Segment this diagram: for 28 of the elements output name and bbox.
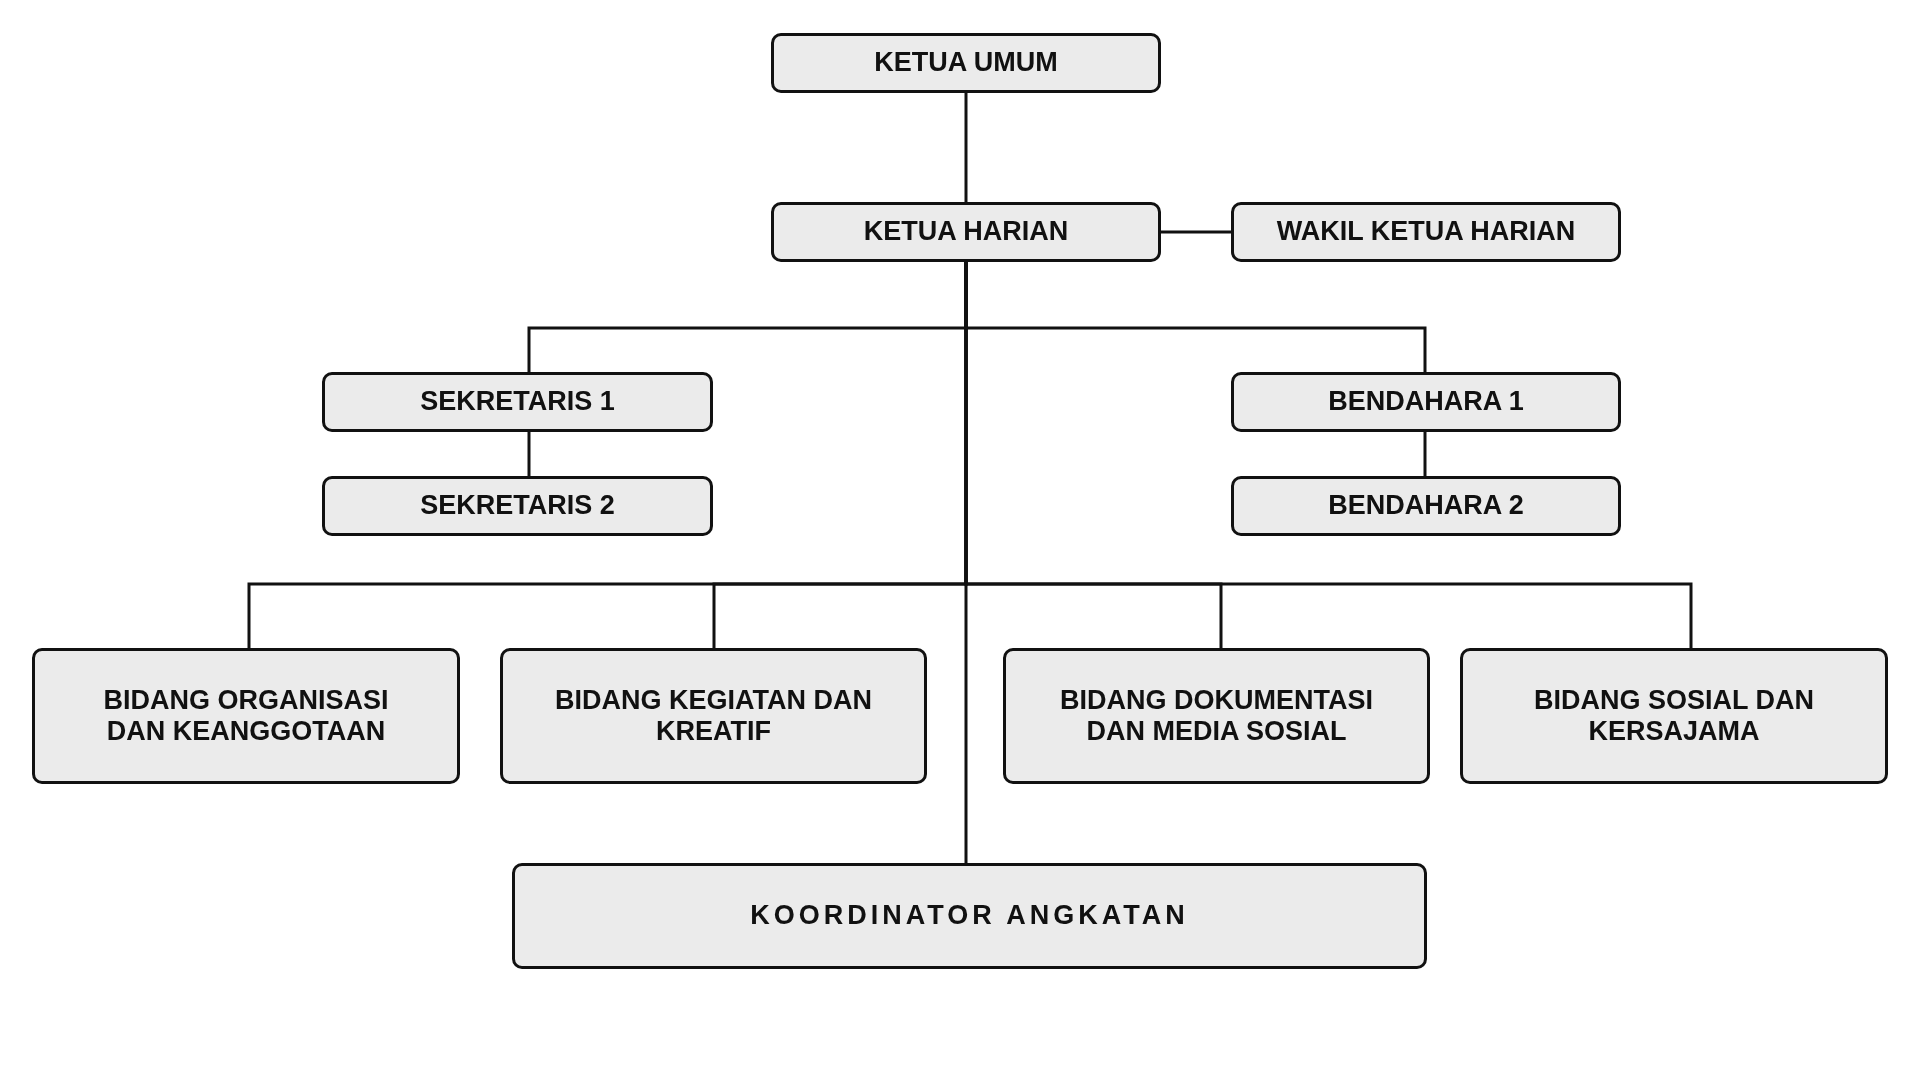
org-box bbox=[512, 863, 1427, 969]
org-box bbox=[1003, 648, 1430, 784]
org-box bbox=[771, 33, 1161, 93]
position-title: KOORDINATOR ANGKATAN bbox=[750, 900, 1189, 932]
connector-line bbox=[1423, 432, 1427, 476]
position-title: BIDANG SOSIAL DAN KERSAJAMA bbox=[1533, 684, 1815, 748]
position-title: BENDAHARA 1 bbox=[1328, 386, 1524, 418]
position-title: BIDANG ORGANISASI DAN KEANGGOTAAN bbox=[102, 684, 390, 748]
org-box bbox=[1231, 202, 1621, 262]
connector-line bbox=[527, 432, 531, 476]
connector-line bbox=[1161, 230, 1231, 234]
org-box bbox=[322, 372, 713, 432]
position-title: BENDAHARA 2 bbox=[1328, 490, 1524, 522]
position-title: KETUA HARIAN bbox=[863, 216, 1069, 248]
connector-line bbox=[964, 93, 968, 202]
position-title: BIDANG DOKUMENTASI DAN MEDIA SOSIAL bbox=[1059, 684, 1374, 748]
org-box bbox=[322, 476, 713, 536]
position-title: SEKRETARIS 2 bbox=[420, 490, 615, 522]
position-title: KETUA UMUM bbox=[874, 47, 1058, 79]
org-box bbox=[1231, 476, 1621, 536]
position-title: BIDANG KEGIATAN DAN KREATIF bbox=[554, 684, 873, 748]
org-box bbox=[1231, 372, 1621, 432]
org-box bbox=[1460, 648, 1888, 784]
position-title: WAKIL KETUA HARIAN bbox=[1276, 216, 1576, 248]
position-title: SEKRETARIS 1 bbox=[420, 386, 615, 418]
org-box bbox=[771, 202, 1161, 262]
org-box bbox=[500, 648, 927, 784]
org-box bbox=[32, 648, 460, 784]
